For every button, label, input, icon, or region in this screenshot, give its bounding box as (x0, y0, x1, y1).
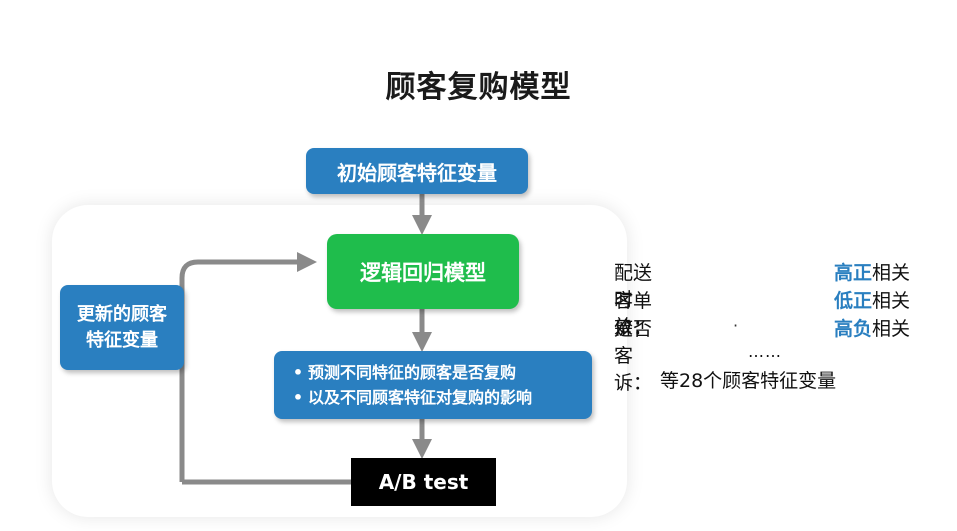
updated-features-line1: 更新的顾客 (77, 303, 167, 325)
diagram-title: 顾客复购模型 (385, 70, 572, 105)
updated-features-line2: 特征变量 (86, 329, 158, 351)
logistic-regression-box: 逻辑回归模型 (327, 234, 519, 309)
feature-label: 配送时效： (614, 262, 653, 338)
bullet-icon: • (292, 363, 304, 382)
prediction-item: • 预测不同特征的顾客是否复购 (288, 360, 516, 385)
more-features-note: 等28个顾客特征变量 (660, 370, 837, 392)
ellipsis-text: …… (748, 342, 782, 361)
updated-features-box: 更新的顾客 特征变量 (60, 285, 184, 370)
ab-test-box: A/B test (351, 458, 496, 506)
feedback-loop-arrow (179, 252, 317, 482)
feature-correlation: 低正相关 (833, 290, 910, 312)
prediction-text: 预测不同特征的顾客是否复购 (308, 363, 517, 382)
prediction-box: • 预测不同特征的顾客是否复购 • 以及不同顾客特征对复购的影响 (274, 351, 592, 419)
bullet-icon: • (292, 388, 304, 407)
feature-dot: · (733, 316, 739, 335)
feature-correlation: 高正相关 (833, 262, 910, 284)
feature-label: 是否客诉： (614, 318, 653, 394)
initial-features-box: 初始顾客特征变量 (306, 148, 528, 194)
feature-correlation: 高负相关 (833, 318, 910, 340)
prediction-item: • 以及不同顾客特征对复购的影响 (288, 385, 532, 410)
feature-label: 客单价： (614, 290, 653, 339)
prediction-text: 以及不同顾客特征对复购的影响 (308, 388, 533, 407)
